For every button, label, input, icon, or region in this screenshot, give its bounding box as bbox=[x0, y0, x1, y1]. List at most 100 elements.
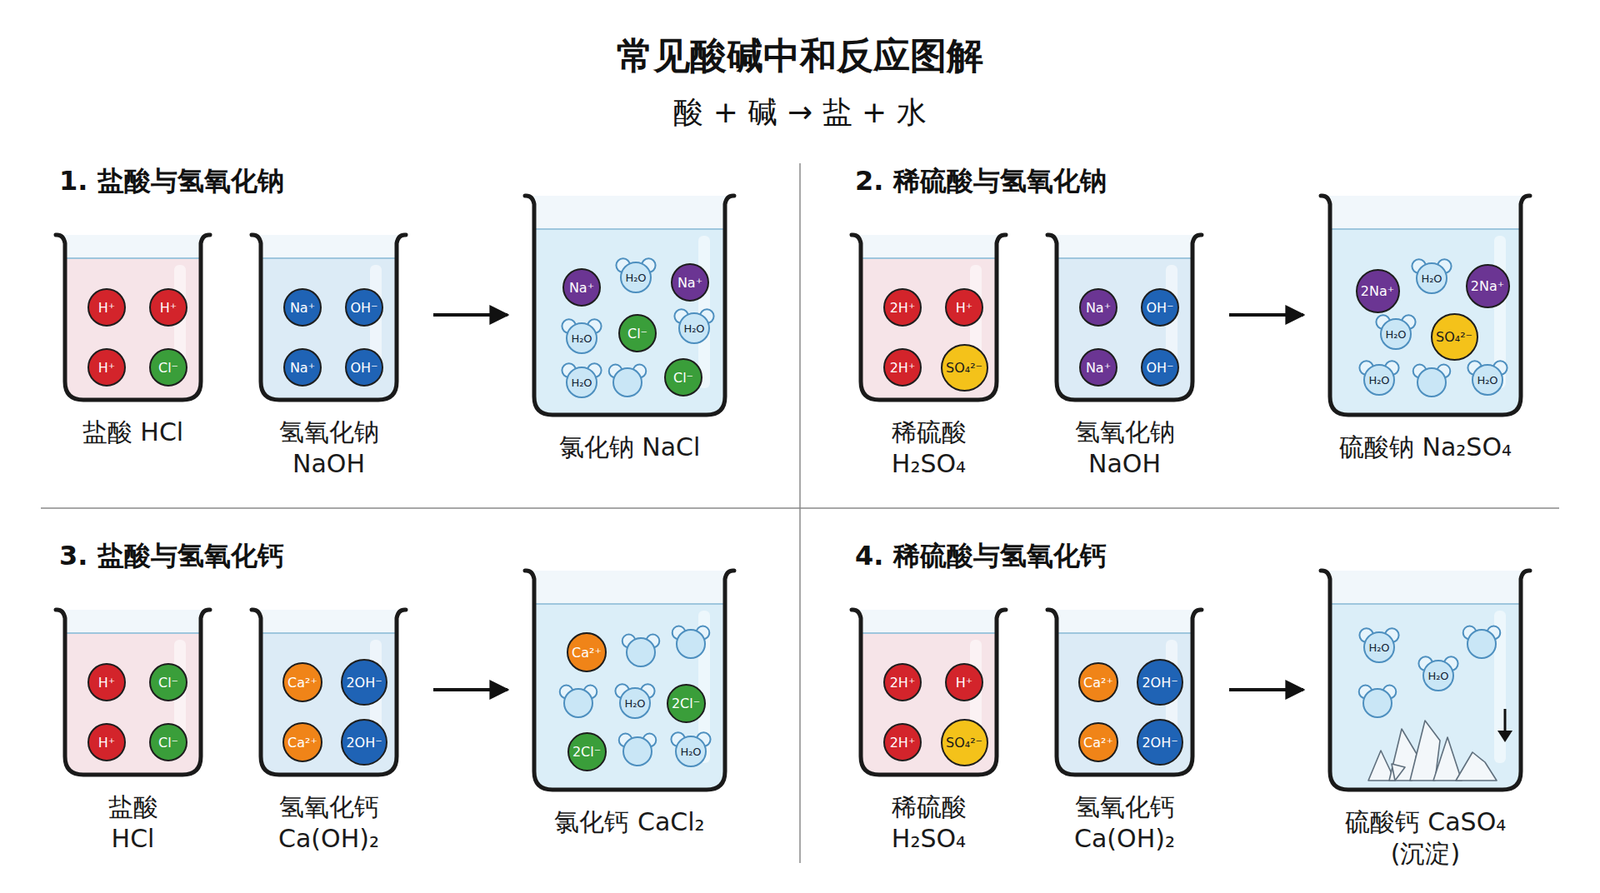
beaker-outline bbox=[251, 235, 406, 400]
ion-circle: Ca²⁺ bbox=[1078, 722, 1119, 763]
ion-label: H⁺ bbox=[955, 675, 973, 691]
precipitate-crystal bbox=[1455, 752, 1497, 781]
ion-label: Na⁺ bbox=[290, 300, 315, 316]
liquid-surface bbox=[1056, 257, 1193, 260]
ion-circle: H⁺ bbox=[87, 723, 126, 762]
ion-circle: Na⁺ bbox=[670, 263, 710, 302]
ion-label: Ca²⁺ bbox=[571, 645, 602, 661]
ion-circle: 2Cl⁻ bbox=[666, 684, 706, 724]
molecule-label: H₂O bbox=[683, 322, 705, 335]
beaker-label: 氢氧化钠 NaOH bbox=[1045, 416, 1205, 480]
divider-line bbox=[40, 507, 1560, 510]
beaker-label: 氢氧化钠 NaOH bbox=[250, 416, 409, 480]
ion-label: 2Na⁺ bbox=[1360, 283, 1395, 300]
beaker-outline bbox=[1047, 235, 1202, 400]
water-molecule: H₂O bbox=[678, 312, 710, 345]
oxygen-atom bbox=[620, 262, 651, 293]
beaker-outline bbox=[851, 610, 1006, 775]
ion-circle: 2OH⁻ bbox=[1136, 719, 1184, 766]
ion-label: Na⁺ bbox=[677, 275, 703, 291]
beaker-label: 稀硫酸 H₂SO₄ bbox=[866, 416, 992, 480]
beaker: 盐酸 HClH⁺Cl⁻H⁺Cl⁻ bbox=[53, 601, 213, 779]
ion-label: 2OH⁻ bbox=[345, 735, 382, 751]
beaker-outline bbox=[1047, 610, 1202, 775]
ion-circle: Ca²⁺ bbox=[282, 662, 323, 703]
ion-circle: OH⁻ bbox=[1140, 348, 1180, 387]
ion-circle: 2Na⁺ bbox=[1355, 269, 1400, 314]
ion-circle: 2H⁺ bbox=[883, 723, 922, 762]
beaker-shape bbox=[53, 226, 213, 404]
ion-circle: 2H⁺ bbox=[883, 663, 922, 702]
ion-circle: Na⁺ bbox=[283, 288, 322, 327]
beaker-outline bbox=[55, 235, 210, 400]
beaker-glass bbox=[1047, 235, 1202, 400]
beaker: 氢氧化钠 NaOHNa⁺OH⁻Na⁺OH⁻ bbox=[249, 226, 409, 404]
panel-heading: 1. 盐酸与氢氧化钠 bbox=[59, 164, 285, 198]
ion-circle: 2OH⁻ bbox=[340, 659, 388, 706]
precipitate-crystal bbox=[1433, 737, 1462, 781]
beaker-outline bbox=[851, 235, 1006, 400]
oxygen-atom bbox=[564, 689, 593, 718]
ion-label: Cl⁻ bbox=[158, 735, 179, 751]
oxygen-atom bbox=[566, 323, 597, 354]
molecule-label: H₂O bbox=[1427, 670, 1449, 683]
water-molecule: H₂O bbox=[1380, 318, 1412, 350]
ion-label: Ca²⁺ bbox=[1083, 675, 1114, 691]
ion-label: H⁺ bbox=[98, 735, 115, 751]
beaker-shape bbox=[249, 226, 409, 404]
ion-label: 2H⁺ bbox=[890, 675, 916, 691]
ion-circle: OH⁻ bbox=[345, 288, 384, 327]
beaker-outline bbox=[525, 195, 735, 415]
ion-label: SO₄²⁻ bbox=[945, 735, 983, 751]
beaker-glass bbox=[251, 610, 406, 775]
oxygen-atom bbox=[613, 368, 642, 397]
beaker-glass bbox=[525, 570, 735, 790]
ion-circle: Na⁺ bbox=[1079, 348, 1118, 387]
oxygen-atom bbox=[1472, 365, 1503, 395]
beaker-label: 盐酸 HCl bbox=[54, 416, 213, 449]
beaker-liquid bbox=[860, 633, 997, 775]
beaker-liquid bbox=[1330, 604, 1521, 790]
settling-arrow bbox=[1504, 709, 1507, 733]
water-molecule: H₂O bbox=[675, 735, 707, 768]
beaker-glass bbox=[1047, 610, 1202, 775]
liquid-surface bbox=[65, 257, 201, 260]
ion-circle: OH⁻ bbox=[1140, 288, 1180, 327]
precipitate-crystal bbox=[1410, 720, 1440, 781]
ion-label: Na⁺ bbox=[569, 280, 595, 296]
molecule-label: H₂O bbox=[1476, 374, 1498, 387]
water-molecule: H₂O bbox=[1471, 364, 1504, 396]
ion-label: Na⁺ bbox=[290, 360, 315, 376]
ion-label: Cl⁻ bbox=[158, 360, 179, 376]
reaction-arrow bbox=[1229, 313, 1304, 317]
panel-heading: 2. 稀硫酸与氢氧化钠 bbox=[855, 164, 1107, 198]
oxygen-atom bbox=[1364, 632, 1395, 663]
beaker: 氢氧化钙 Ca(OH)₂Ca²⁺2OH⁻Ca²⁺2OH⁻ bbox=[1045, 601, 1205, 779]
beaker-glass bbox=[525, 195, 735, 415]
beaker: 稀硫酸 H₂SO₄2H⁺H⁺2H⁺SO₄²⁻ bbox=[849, 601, 1009, 779]
ion-circle: Cl⁻ bbox=[149, 348, 188, 387]
beaker: 盐酸 HClH⁺H⁺H⁺Cl⁻ bbox=[53, 226, 213, 404]
oxygen-atom bbox=[1380, 319, 1411, 350]
ion-circle: H⁺ bbox=[945, 663, 984, 702]
ion-circle: H⁺ bbox=[87, 348, 126, 387]
ion-label: OH⁻ bbox=[1145, 360, 1174, 376]
water-molecule: H₂O bbox=[565, 366, 598, 399]
oxygen-atom bbox=[676, 630, 705, 659]
molecule-label: H₂O bbox=[1368, 641, 1390, 655]
oxygen-atom bbox=[623, 737, 652, 766]
ion-label: Cl⁻ bbox=[627, 325, 648, 342]
ion-circle: Na⁺ bbox=[562, 268, 601, 307]
oxygen-atom bbox=[566, 367, 597, 398]
ion-label: H⁺ bbox=[160, 300, 177, 316]
subtitle: 酸 + 碱 → 盐 + 水 bbox=[673, 93, 926, 131]
reaction-arrow bbox=[433, 688, 508, 692]
oxygen-atom bbox=[626, 638, 655, 667]
ion-circle: Cl⁻ bbox=[618, 314, 657, 353]
divider-line bbox=[799, 163, 801, 864]
molecule-label: H₂O bbox=[1420, 272, 1442, 285]
water-molecule: H₂O bbox=[565, 322, 598, 355]
ion-circle: 2OH⁻ bbox=[340, 719, 388, 766]
liquid-surface bbox=[860, 257, 997, 260]
